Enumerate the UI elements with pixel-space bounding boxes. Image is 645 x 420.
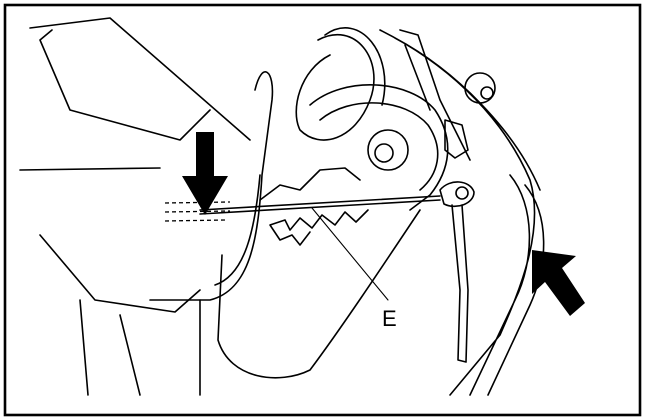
- gear-teeth: [269, 209, 369, 246]
- gear-hub: [367, 129, 409, 171]
- lever-arm: [451, 204, 469, 363]
- upper-bracket: [399, 29, 471, 161]
- rod-end-fitting: [439, 181, 475, 208]
- callout-leader: [311, 207, 389, 301]
- dashed-position-lines: [164, 201, 231, 222]
- link-rod: [199, 195, 441, 215]
- press-down-arrow: [182, 132, 228, 215]
- push-direction-arrow: [532, 250, 585, 316]
- gear-hub-inner: [374, 143, 394, 163]
- lower-housing: [217, 167, 421, 379]
- deck-housing: [19, 17, 251, 396]
- right-frame: [379, 29, 545, 396]
- gear-housing: [309, 84, 449, 211]
- handle-bar: [149, 71, 274, 301]
- callout-label: E: [382, 306, 397, 331]
- cable-loop: [295, 27, 386, 141]
- figure-border: [3, 3, 642, 417]
- rod-end-pin: [455, 186, 469, 200]
- pivot-knob-inner: [480, 86, 494, 100]
